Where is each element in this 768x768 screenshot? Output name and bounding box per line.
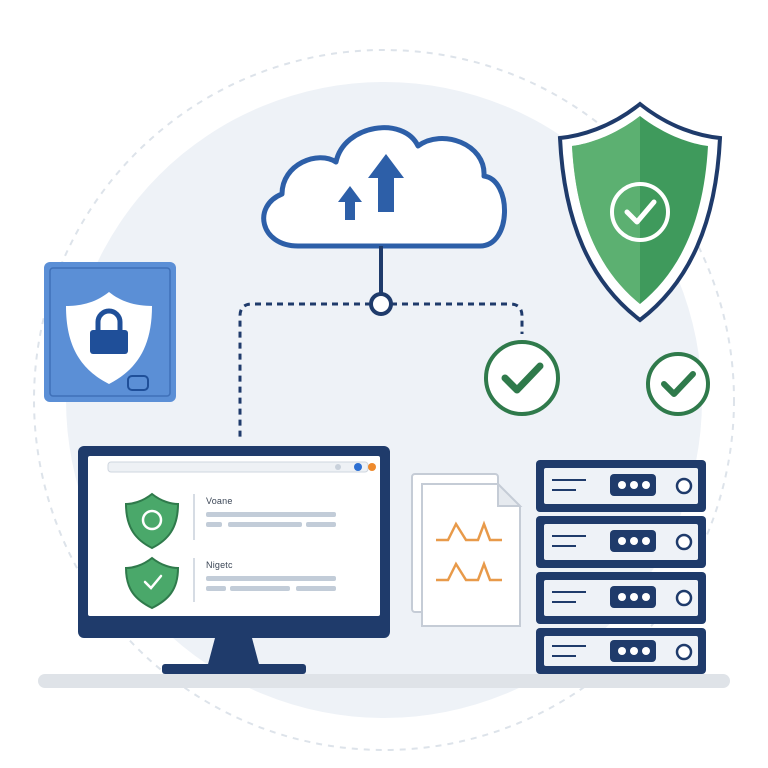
monitor-base xyxy=(162,664,306,674)
screen-text-line xyxy=(206,586,226,591)
browser-dot-icon xyxy=(335,464,341,470)
browser-blue-dot-icon xyxy=(354,463,362,471)
screen-entry-label-2: Nigetc xyxy=(206,560,233,570)
floor-line xyxy=(38,674,730,688)
browser-address-bar xyxy=(107,461,369,473)
upload-arrow-small-icon xyxy=(338,186,362,220)
padlock-icon xyxy=(90,330,128,354)
chart-line xyxy=(436,560,502,582)
document-chart-icon xyxy=(411,473,523,627)
server-unit xyxy=(536,572,706,624)
screen-entry-label-1: Voane xyxy=(206,496,233,506)
cloud-upload-icon xyxy=(261,125,507,249)
chart-line xyxy=(436,520,502,542)
screen-text-line xyxy=(306,522,336,527)
server-unit xyxy=(536,460,706,512)
connector-node xyxy=(369,292,393,316)
server-rack-icon xyxy=(536,460,706,674)
screen-text-line xyxy=(228,522,302,527)
screen-text-line xyxy=(296,586,336,591)
check-circle-icon xyxy=(484,340,560,416)
screen-text-line xyxy=(206,512,336,517)
shield-check-icon xyxy=(557,101,723,323)
check-circle-icon-2 xyxy=(646,352,710,416)
monitor-stand xyxy=(207,638,260,668)
screen-text-line xyxy=(230,586,290,591)
server-unit xyxy=(536,628,706,674)
upload-arrow-icon xyxy=(368,154,404,212)
screen-text-line xyxy=(206,576,336,581)
lock-shield-icon xyxy=(44,262,176,402)
screen-shield-icon-1 xyxy=(124,492,180,550)
server-unit xyxy=(536,516,706,568)
screen-shield-icon-2 xyxy=(124,556,180,610)
browser-orange-dot-icon xyxy=(368,463,376,471)
screen-text-line xyxy=(206,522,222,527)
backdrop-dashed-ring xyxy=(33,49,735,751)
